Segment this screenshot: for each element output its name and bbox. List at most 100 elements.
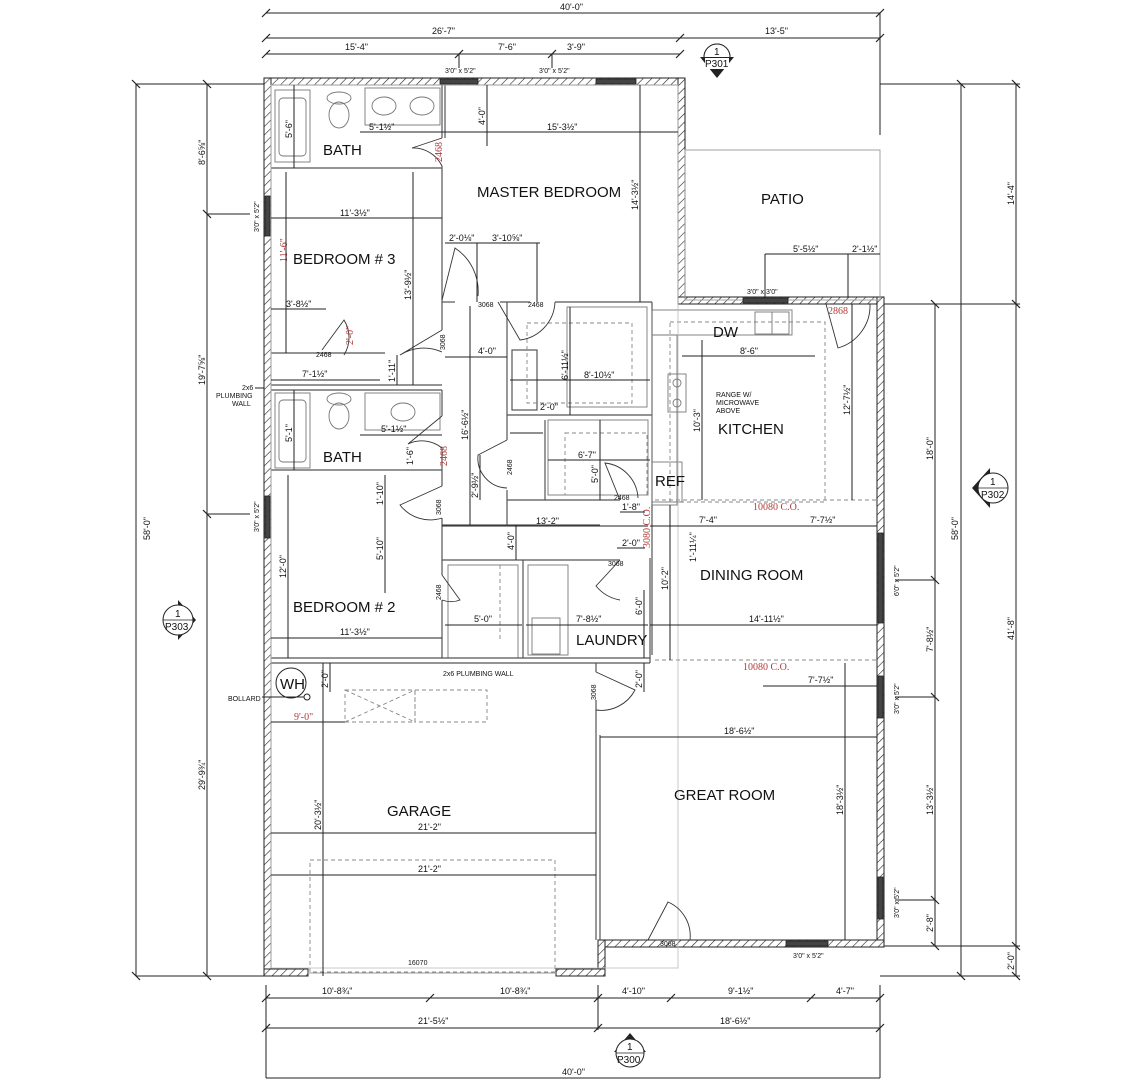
dim-right-lower: 41'-8" — [1006, 617, 1016, 640]
dim-left-seg1: 8'-6⅝" — [197, 140, 207, 165]
label-bottom-window: 3'0" x 5'2" — [793, 953, 824, 960]
room-dining: DINING ROOM — [700, 567, 803, 584]
label-garage-door-int: 3068 — [591, 684, 598, 700]
label-laundry-door: 3068 — [608, 561, 624, 568]
right-window-great1-label: 3'0" x 5'2" — [894, 683, 901, 714]
dim-hall-4-0b: 4'-0" — [506, 532, 516, 550]
label-co-upper: 10080 C.O. — [753, 502, 799, 513]
dim-bed3-red: 11'-6" — [279, 238, 290, 262]
dim-right-overall: 58'-0" — [950, 517, 960, 540]
dim-laundry-6-0: 6'-0" — [634, 597, 644, 615]
label-kitchen-door: 2868 — [828, 306, 848, 317]
dim-dining-7-4: 7'-4" — [699, 515, 717, 525]
dim-bath-door: 2468 — [434, 142, 445, 162]
dim-master-2-0: 2'-0⅛" — [449, 233, 474, 243]
dim-bottom-seg4: 9'-1½" — [728, 986, 753, 996]
dim-bottom-left: 21'-5½" — [418, 1016, 448, 1026]
dim-bath2-vanity: 5'-1½" — [381, 424, 406, 434]
dim-master-3-10: 3'-10⅝" — [492, 233, 522, 243]
dim-bed3-depth: 13'-9½" — [403, 270, 413, 300]
room-laundry: LAUNDRY — [576, 632, 647, 649]
right-window-dining-label: 6'0" x 5'2" — [894, 565, 901, 596]
label-co-side: 3080 C.O. — [642, 507, 653, 548]
label-range-3: ABOVE — [716, 408, 740, 415]
dim-top-left: 26'-7" — [432, 26, 455, 36]
room-bath-upper: BATH — [323, 142, 362, 159]
dim-master-4-0: 4'-0" — [477, 107, 487, 125]
plumbing-wall-line2: PLUMBING — [216, 393, 253, 400]
dim-wic-8-10: 8'-10½" — [584, 370, 614, 380]
dim-kitchen-10-3: 10'-3" — [692, 409, 702, 432]
plumbing-wall-line3: WALL — [232, 401, 251, 408]
dim-garage-21-2b: 21'-2" — [418, 864, 441, 874]
dim-right-kitchen: 18'-0" — [925, 437, 935, 460]
label-bed2-door: 3068 — [436, 499, 443, 515]
dim-bed2-5-10: 5'-10" — [375, 537, 385, 560]
dim-master-width: 15'-3½" — [547, 122, 577, 132]
dim-bed3-1-11: 1'-11" — [387, 360, 397, 382]
label-range-1: RANGE W/ — [716, 392, 751, 399]
dim-hall-1-8: 1'-8" — [622, 502, 640, 512]
dim-wic-6-11: 6'-11½" — [560, 350, 570, 380]
dim-bed3-3-8: 3'-8½" — [286, 299, 311, 309]
dim-bed3-width: 11'-3½" — [340, 208, 370, 218]
room-great-room: GREAT ROOM — [674, 787, 775, 804]
dim-bath2-tub: 5'-1" — [284, 424, 294, 442]
dim-top-overall: 40'-0" — [560, 2, 583, 12]
dim-bed3-red2: 2'-0" — [345, 326, 356, 345]
dim-right-patio: 14'-4" — [1006, 182, 1016, 205]
label-plumbing-wall-garage: 2x6 PLUMBING WALL — [443, 671, 514, 678]
dim-bath2-door: 2468 — [439, 446, 450, 466]
dim-kitchen-8-6: 8'-6" — [740, 346, 758, 356]
left-window2-label: 3'0" x 5'2" — [254, 501, 261, 532]
dim-bottom-right: 18'-6½" — [720, 1016, 750, 1026]
dim-patio-2-1: 2'-1½" — [852, 244, 877, 254]
room-bedroom3: BEDROOM # 3 — [293, 251, 396, 268]
left-window1-label: 3'0" x 5'2" — [254, 201, 261, 232]
p303-num: 1 — [175, 609, 181, 620]
dim-great-18-6: 18'-6½" — [724, 726, 754, 736]
bottom-dimensions: 10'-8¾" 10'-8¾" 4'-10" 9'-1½" 4'-7" 21'-… — [261, 985, 885, 1079]
dim-hall-13-2: 13'-2" — [536, 516, 559, 526]
label-garage-door: 16070 — [408, 960, 428, 967]
dim-bath2-1-6: 1'-6" — [405, 447, 415, 465]
dim-garage-2-0b: 2'-0" — [634, 670, 644, 688]
dim-bed2-12-0: 12'-0" — [278, 555, 288, 578]
label-patio-window: 3'0" x 3'0" — [747, 289, 778, 296]
label-co-lower: 10080 C.O. — [743, 662, 789, 673]
section-marker-p303: 1 P303 — [162, 600, 196, 640]
fixtures — [262, 87, 790, 701]
room-patio: PATIO — [761, 191, 804, 208]
label-wh: WH — [280, 676, 305, 693]
dim-pantry-5-0: 5'-0" — [590, 465, 600, 483]
dim-garage-20-3: 20'-3½" — [313, 800, 323, 830]
p302-num: 1 — [990, 477, 996, 488]
top-dimensions: 40'-0" 26'-7" 13'-5" 15'-4" 7'-6" 3'-9" … — [261, 2, 885, 135]
dim-master-depth: 14'-3½" — [630, 180, 640, 210]
interior-walls — [270, 84, 877, 973]
dim-great-7-7: 7'-7½" — [808, 675, 833, 685]
label-pantry-door: 2468 — [614, 495, 630, 502]
label-bollard: BOLLARD — [228, 696, 261, 703]
top-window1-label: 3'0" x 5'2" — [445, 68, 476, 75]
label-bed2-closet-door: 2468 — [436, 584, 443, 600]
dim-garage-21-2a: 21'-2" — [418, 822, 441, 832]
label-linen-door: 2468 — [507, 459, 514, 475]
dim-right-seg-b: 13'-3½" — [925, 785, 935, 815]
dim-laundry-7-8: 7'-8½" — [576, 614, 601, 624]
label-dw: DW — [713, 324, 739, 341]
dim-top-seg3: 3'-9" — [567, 42, 585, 52]
p300-sheet: P300 — [617, 1055, 641, 1066]
dim-hall-2-9: 2'-9½" — [470, 473, 480, 498]
p301-num: 1 — [714, 47, 720, 58]
dim-bottom-overall: 40'-0" — [562, 1067, 585, 1077]
right-window-great2-label: 3'0" x 5'2" — [894, 887, 901, 918]
dim-top-right: 13'-5" — [765, 26, 788, 36]
doors — [321, 137, 871, 941]
label-entry-door: 3068 — [660, 941, 676, 948]
dim-top-seg2: 7'-6" — [498, 42, 516, 52]
plumbing-wall-line1: 2x6 — [242, 385, 253, 392]
dim-left-overall: 58'-0" — [142, 517, 152, 540]
section-marker-p302: 1 P302 — [972, 468, 1009, 508]
